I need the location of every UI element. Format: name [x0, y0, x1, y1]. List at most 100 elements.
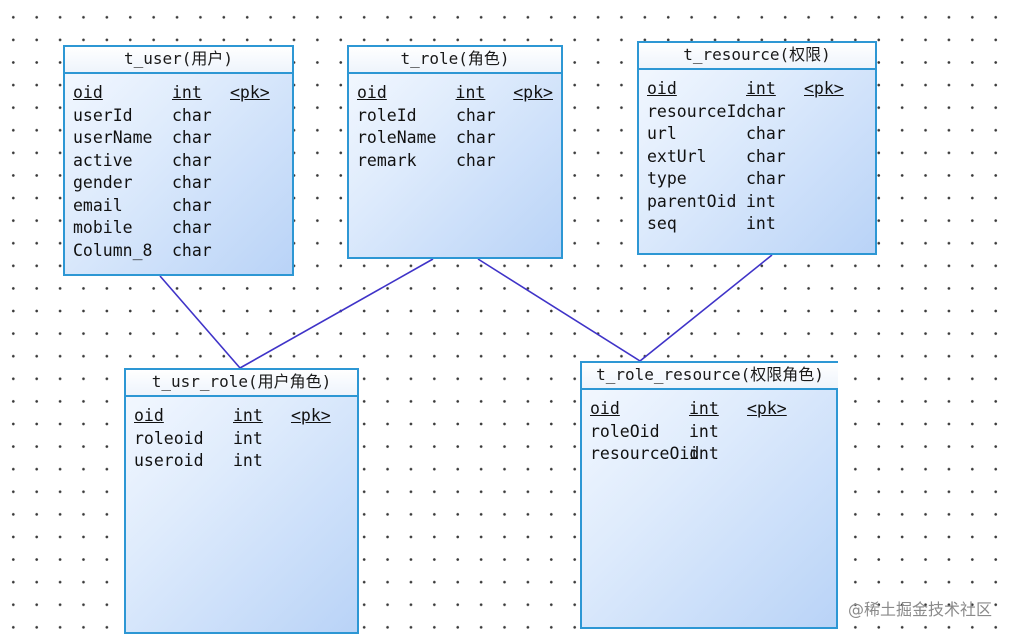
relationship-line-t_user-t_usr_role[interactable] [159, 275, 241, 369]
column-row: roleoid int [134, 428, 349, 451]
column-name: extUrl [647, 146, 707, 166]
table-title: t_resource(权限) [639, 43, 875, 70]
column-row: email char [73, 195, 284, 218]
column-name: oid [357, 83, 387, 102]
column-row: type char [647, 168, 867, 191]
column-row: userId char [73, 105, 284, 128]
column-type: char [746, 101, 786, 121]
column-name: roleId [357, 105, 417, 125]
relationship-line-t_resource-t_role_resource[interactable] [639, 254, 773, 362]
table-t-user[interactable]: t_user(用户) oid int <pk> userId char userName c… [63, 45, 294, 276]
column-key: <pk> [230, 83, 270, 102]
column-type: char [746, 124, 786, 143]
column-row: gender char [73, 172, 284, 195]
column-row: mobile char [73, 217, 284, 240]
column-row: userName char [73, 127, 284, 150]
column-type: int [689, 421, 719, 441]
column-row: oid int <pk> [73, 82, 284, 105]
column-name: roleName [357, 128, 437, 147]
column-type: int [746, 191, 776, 211]
column-name: oid [590, 399, 620, 418]
column-type: int [233, 451, 263, 470]
column-row: extUrl char [647, 146, 867, 169]
column-list: oid int <pk> roleoid int useroid int [126, 397, 357, 477]
column-name: roleoid [134, 428, 204, 448]
column-type: char [172, 195, 212, 215]
column-row: roleOid int [590, 421, 828, 444]
column-key: <pk> [291, 406, 331, 425]
column-type: int [746, 214, 776, 233]
column-list: oid int <pk> roleId char roleName char remark ch… [349, 74, 561, 176]
column-row: Column_8 char [73, 240, 284, 263]
column-type: int [233, 406, 263, 425]
column-type: int [233, 428, 263, 448]
column-type: char [172, 105, 212, 125]
column-row: url char [647, 123, 867, 146]
column-name: remark [357, 150, 417, 170]
relationship-line-t_role-t_usr_role[interactable] [239, 258, 434, 369]
table-t-role[interactable]: t_role(角色) oid int <pk> roleId char roleName c… [347, 45, 563, 259]
column-name: oid [647, 79, 677, 98]
column-type: int [689, 399, 719, 418]
column-row: seq int [647, 213, 867, 236]
column-row: remark char [357, 150, 553, 173]
column-name: userId [73, 105, 133, 125]
column-name: resourceOid [590, 444, 700, 463]
column-type: char [746, 169, 786, 188]
column-type: char [172, 128, 212, 147]
column-row: oid int <pk> [134, 405, 349, 428]
column-row: roleId char [357, 105, 553, 128]
column-row: parentOid int [647, 191, 867, 214]
relationship-line-t_role-t_role_resource[interactable] [477, 258, 641, 362]
column-type: char [456, 150, 496, 170]
column-type: int [746, 79, 776, 98]
column-name: type [647, 169, 687, 188]
column-name: mobile [73, 218, 133, 237]
column-row: oid int <pk> [357, 82, 553, 105]
column-type: char [746, 146, 786, 166]
column-key: <pk> [804, 79, 844, 98]
table-title: t_role(角色) [349, 47, 561, 74]
column-row: useroid int [134, 450, 349, 473]
column-name: oid [73, 83, 103, 102]
column-type: char [172, 218, 212, 237]
column-name: email [73, 195, 123, 215]
column-name: Column_8 [73, 240, 153, 260]
column-name: gender [73, 173, 133, 192]
column-type: int [455, 83, 486, 102]
table-title: t_role_resource(权限角色) [582, 363, 838, 390]
column-type: int [172, 83, 202, 102]
column-name: resourceId [647, 101, 747, 121]
column-type: char [456, 105, 496, 125]
column-name: parentOid [647, 191, 737, 211]
table-title: t_user(用户) [65, 47, 292, 74]
column-name: seq [647, 214, 677, 233]
column-row: active char [73, 150, 284, 173]
column-type: char [172, 240, 212, 260]
column-type: char [172, 150, 212, 170]
column-type: char [172, 173, 212, 192]
column-key: <pk> [513, 83, 553, 102]
column-type: int [689, 444, 719, 463]
column-list: oid int <pk> userId char userName char active ch… [65, 74, 292, 266]
column-row: roleName char [357, 127, 553, 150]
column-name: active [73, 150, 133, 170]
column-name: useroid [134, 451, 204, 470]
watermark-text: @稀土掘金技术社区 [847, 600, 992, 619]
column-row: oid int <pk> [647, 78, 867, 101]
column-name: oid [134, 406, 164, 425]
column-name: url [647, 124, 677, 143]
column-name: roleOid [590, 421, 660, 441]
column-type: char [456, 128, 496, 147]
column-name: userName [73, 128, 153, 147]
